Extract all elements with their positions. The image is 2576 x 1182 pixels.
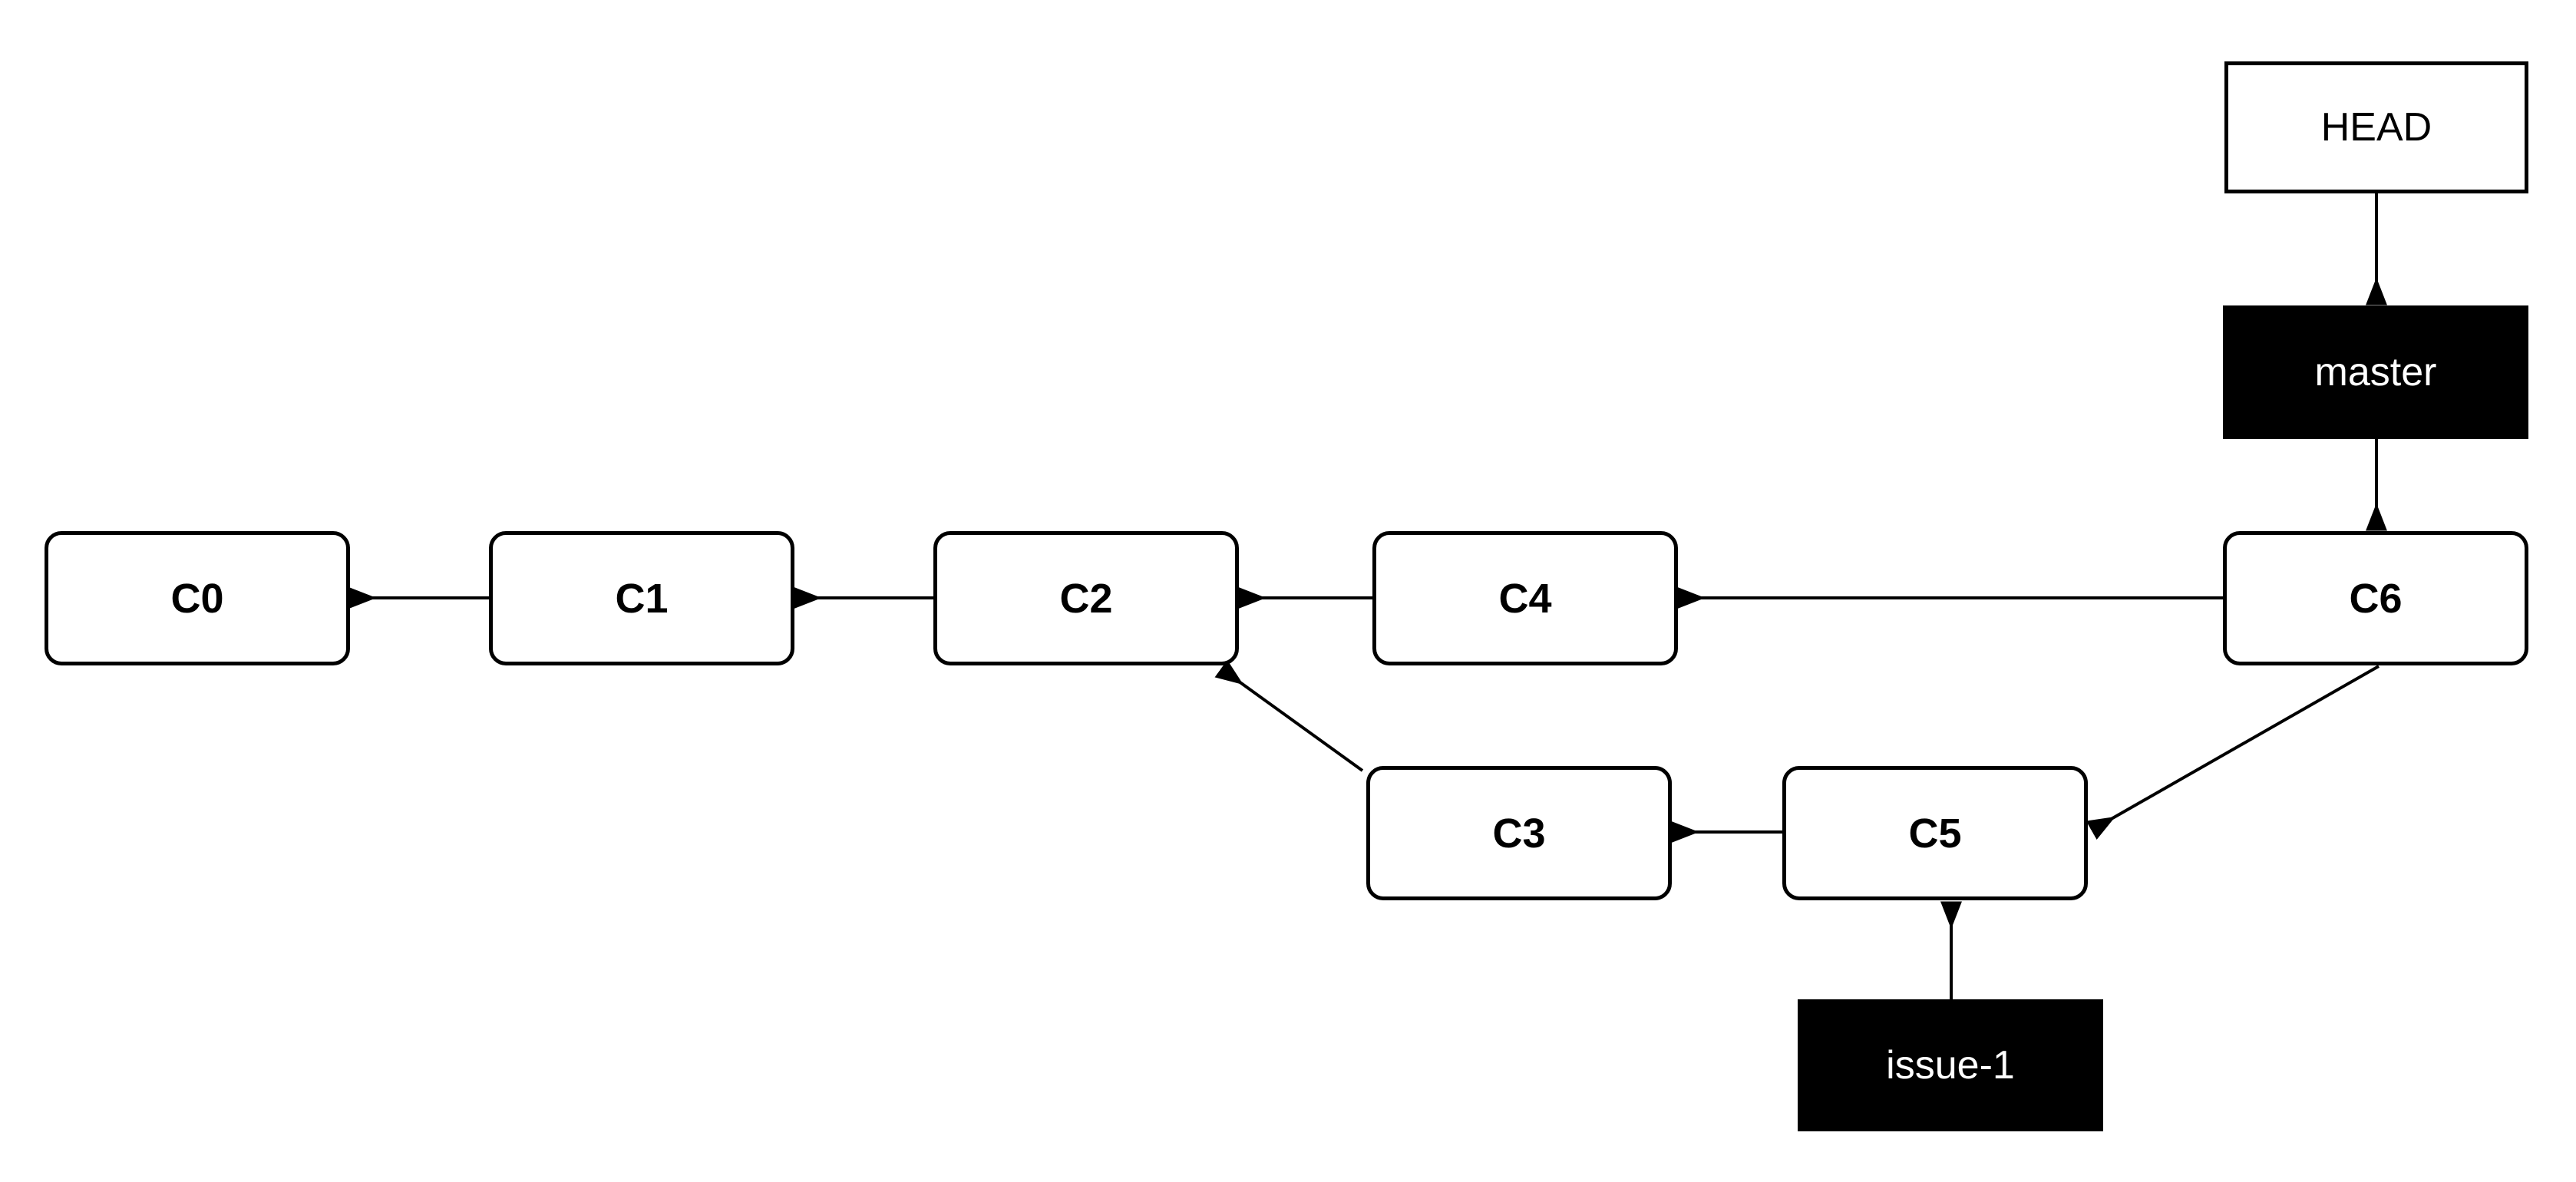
node-label: master (2314, 350, 2437, 395)
node-label: C5 (1908, 810, 1962, 857)
edge-c3-to-c2 (1214, 659, 1364, 772)
node-label: C4 (1498, 575, 1552, 622)
commit-node-c0[interactable]: C0 (45, 531, 350, 665)
ref-node-head[interactable]: HEAD (2224, 61, 2528, 193)
commit-node-c1[interactable]: C1 (489, 531, 794, 665)
commit-node-c2[interactable]: C2 (933, 531, 1239, 665)
node-label: C6 (2349, 575, 2403, 622)
commit-node-c3[interactable]: C3 (1366, 766, 1672, 900)
ref-node-issue1[interactable]: issue-1 (1798, 999, 2103, 1131)
commit-node-c6[interactable]: C6 (2223, 531, 2528, 665)
node-label: issue-1 (1886, 1043, 2015, 1088)
node-label: C3 (1492, 810, 1546, 857)
node-label: C0 (170, 575, 224, 622)
node-label: HEAD (2320, 105, 2432, 150)
node-label: C2 (1059, 575, 1113, 622)
commit-node-c4[interactable]: C4 (1372, 531, 1678, 665)
ref-node-master[interactable]: master (2223, 305, 2528, 439)
node-label: C1 (615, 575, 669, 622)
commit-node-c5[interactable]: C5 (1782, 766, 2088, 900)
edge-c6-to-c5 (2086, 665, 2379, 840)
